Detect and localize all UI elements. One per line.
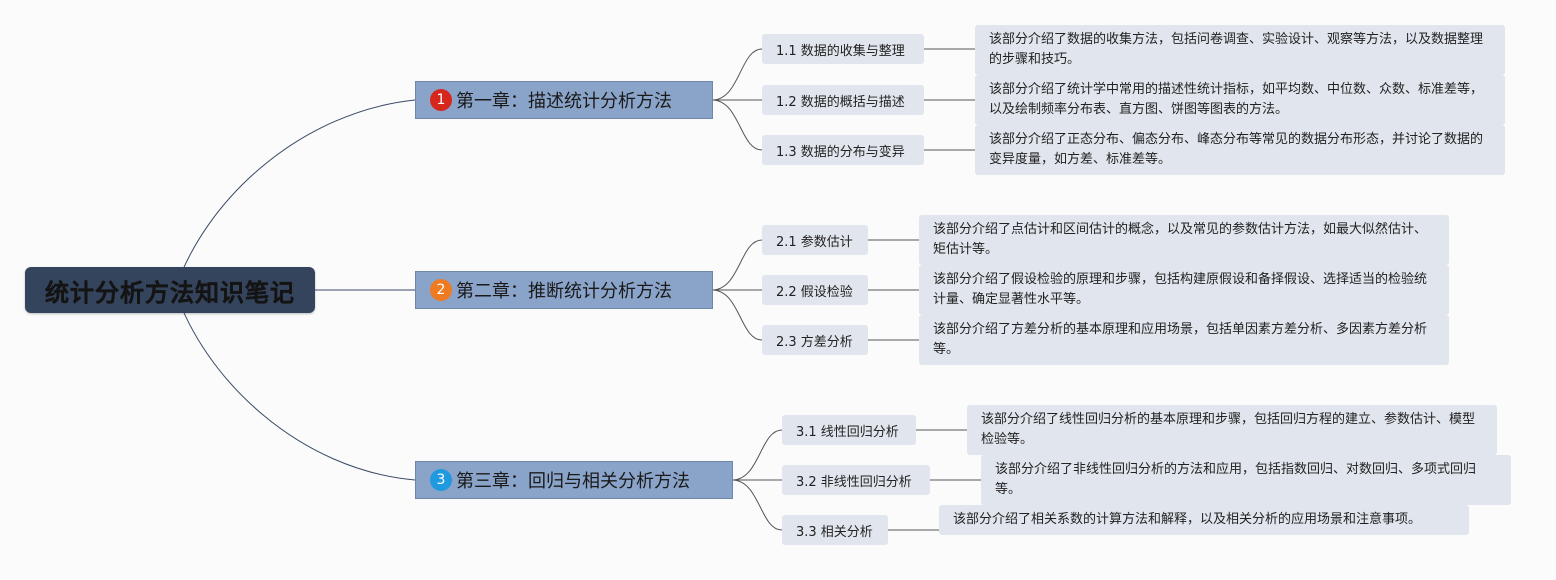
chapter-2-topic[interactable]: 2 第二章：推断统计分析方法	[415, 271, 713, 309]
root-title: 统计分析方法知识笔记	[45, 278, 295, 307]
chapter-3-topic[interactable]: 3 第三章：回归与相关分析方法	[415, 461, 733, 499]
subtopic-label: 1.3 数据的分布与变异	[776, 144, 905, 160]
number-1-icon: 1	[430, 89, 452, 111]
chapter-1-topic[interactable]: 1 第一章：描述统计分析方法	[415, 81, 713, 119]
chapter-3-title: 第三章：回归与相关分析方法	[456, 471, 690, 492]
description-text: 该部分介绍了线性回归分析的基本原理和步骤，包括回归方程的建立、参数估计、模型检验…	[981, 412, 1476, 447]
subtopic-label: 3.1 线性回归分析	[796, 424, 899, 440]
description-text: 该部分介绍了方差分析的基本原理和应用场景，包括单因素方差分析、多因素方差分析等。	[933, 322, 1428, 357]
number-3-icon: 3	[430, 469, 452, 491]
description-1-2[interactable]: 该部分介绍了统计学中常用的描述性统计指标，如平均数、中位数、众数、标准差等，以及…	[975, 75, 1505, 125]
subtopic-label: 2.3 方差分析	[776, 334, 853, 350]
description-text: 该部分介绍了假设检验的原理和步骤，包括构建原假设和备择假设、选择适当的检验统计量…	[933, 272, 1428, 307]
subtopic-label: 1.2 数据的概括与描述	[776, 94, 905, 110]
subtopic-3-2[interactable]: 3.2 非线性回归分析	[782, 465, 930, 495]
root-topic[interactable]: 统计分析方法知识笔记	[25, 267, 315, 313]
subtopic-1-3[interactable]: 1.3 数据的分布与变异	[762, 135, 924, 165]
description-2-3[interactable]: 该部分介绍了方差分析的基本原理和应用场景，包括单因素方差分析、多因素方差分析等。	[919, 315, 1449, 365]
description-3-3[interactable]: 该部分介绍了相关系数的计算方法和解释，以及相关分析的应用场景和注意事项。	[939, 505, 1469, 535]
subtopic-3-1[interactable]: 3.1 线性回归分析	[782, 415, 916, 445]
description-2-2[interactable]: 该部分介绍了假设检验的原理和步骤，包括构建原假设和备择假设、选择适当的检验统计量…	[919, 265, 1449, 315]
description-1-3[interactable]: 该部分介绍了正态分布、偏态分布、峰态分布等常见的数据分布形态，并讨论了数据的变异…	[975, 125, 1505, 175]
description-3-1[interactable]: 该部分介绍了线性回归分析的基本原理和步骤，包括回归方程的建立、参数估计、模型检验…	[967, 405, 1497, 455]
description-text: 该部分介绍了相关系数的计算方法和解释，以及相关分析的应用场景和注意事项。	[953, 512, 1422, 527]
subtopic-1-2[interactable]: 1.2 数据的概括与描述	[762, 85, 924, 115]
subtopic-2-3[interactable]: 2.3 方差分析	[762, 325, 868, 355]
subtopic-label: 2.1 参数估计	[776, 234, 853, 250]
description-3-2[interactable]: 该部分介绍了非线性回归分析的方法和应用，包括指数回归、对数回归、多项式回归等。	[981, 455, 1511, 505]
subtopic-label: 3.2 非线性回归分析	[796, 474, 912, 490]
description-text: 该部分介绍了统计学中常用的描述性统计指标，如平均数、中位数、众数、标准差等，以及…	[989, 82, 1484, 117]
subtopic-2-1[interactable]: 2.1 参数估计	[762, 225, 868, 255]
description-2-1[interactable]: 该部分介绍了点估计和区间估计的概念，以及常见的参数估计方法，如最大似然估计、矩估…	[919, 215, 1449, 265]
number-2-icon: 2	[430, 279, 452, 301]
description-1-1[interactable]: 该部分介绍了数据的收集方法，包括问卷调查、实验设计、观察等方法，以及数据整理的步…	[975, 25, 1505, 75]
subtopic-label: 1.1 数据的收集与整理	[776, 43, 905, 59]
subtopic-3-3[interactable]: 3.3 相关分析	[782, 515, 888, 545]
subtopic-2-2[interactable]: 2.2 假设检验	[762, 275, 868, 305]
description-text: 该部分介绍了数据的收集方法，包括问卷调查、实验设计、观察等方法，以及数据整理的步…	[989, 32, 1484, 67]
subtopic-label: 3.3 相关分析	[796, 524, 873, 540]
chapter-2-title: 第二章：推断统计分析方法	[456, 281, 672, 302]
subtopic-1-1[interactable]: 1.1 数据的收集与整理	[762, 34, 924, 64]
chapter-1-title: 第一章：描述统计分析方法	[456, 91, 672, 112]
description-text: 该部分介绍了点估计和区间估计的概念，以及常见的参数估计方法，如最大似然估计、矩估…	[933, 222, 1428, 257]
subtopic-label: 2.2 假设检验	[776, 284, 853, 300]
description-text: 该部分介绍了非线性回归分析的方法和应用，包括指数回归、对数回归、多项式回归等。	[995, 462, 1477, 497]
description-text: 该部分介绍了正态分布、偏态分布、峰态分布等常见的数据分布形态，并讨论了数据的变异…	[989, 132, 1484, 167]
